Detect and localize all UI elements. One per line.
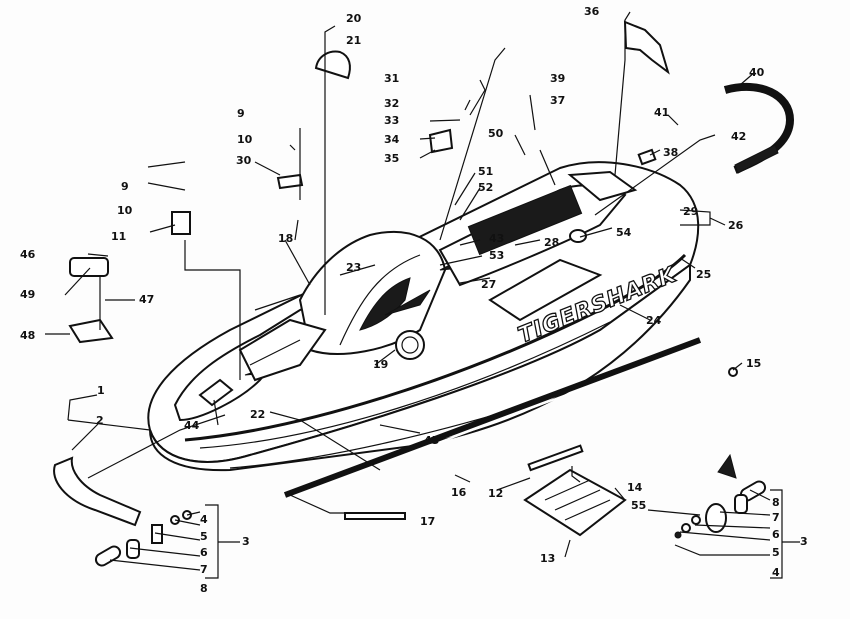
callout-50: 50 (488, 127, 504, 140)
callout-42: 42 (731, 130, 746, 143)
callout-55: 55 (631, 499, 646, 512)
callout-14: 14 (627, 481, 643, 494)
callout-1: 1 (97, 384, 105, 397)
callout-10: 10 (117, 204, 133, 217)
callout-3-alt: 3 (800, 535, 808, 548)
callout-19: 19 (373, 358, 388, 371)
callout-20: 20 (346, 12, 362, 25)
callout-23: 23 (346, 261, 361, 274)
callout-8: 8 (200, 582, 208, 595)
callout-4-alt: 4 (772, 566, 780, 579)
callout-31: 31 (384, 72, 399, 85)
callout-41: 41 (654, 106, 669, 119)
callout-11: 11 (111, 230, 126, 243)
callout-7: 7 (200, 563, 208, 576)
callout-28: 28 (544, 236, 559, 249)
callout-13: 13 (540, 552, 555, 565)
callout-39: 39 (550, 72, 565, 85)
callout-36: 36 (584, 5, 600, 18)
callout-33: 33 (384, 114, 399, 127)
callout-34: 34 (384, 133, 400, 146)
callout-48: 48 (20, 329, 35, 342)
callout-3: 3 (242, 535, 250, 548)
callout-17: 17 (420, 515, 435, 528)
callout-2: 2 (96, 414, 104, 427)
callout-21: 21 (346, 34, 361, 47)
callout-52: 52 (478, 181, 493, 194)
callout-6: 6 (200, 546, 208, 559)
callout-9: 9 (121, 180, 129, 193)
callout-49: 49 (20, 288, 35, 301)
callout-9-alt: 9 (237, 107, 245, 120)
callout-40: 40 (749, 66, 765, 79)
callout-32: 32 (384, 97, 399, 110)
callout-25: 25 (696, 268, 711, 281)
callout-45: 45 (424, 434, 439, 447)
callout-5: 5 (200, 530, 208, 543)
callout-44: 44 (184, 419, 200, 432)
callout-18: 18 (278, 232, 293, 245)
callout-54: 54 (616, 226, 632, 239)
callout-46: 46 (20, 248, 36, 261)
callout-51: 51 (478, 165, 493, 178)
callout-4: 4 (200, 513, 208, 526)
callout-29: 29 (683, 205, 698, 218)
callout-8-alt: 8 (772, 496, 780, 509)
callout-43: 43 (489, 232, 504, 245)
callout-26: 26 (728, 219, 744, 232)
callout-35: 35 (384, 152, 399, 165)
callout-16: 16 (451, 486, 467, 499)
callout-53: 53 (489, 249, 504, 262)
callout-38: 38 (663, 146, 678, 159)
callout-15: 15 (746, 357, 761, 370)
callout-47: 47 (139, 293, 154, 306)
callout-7-alt: 7 (772, 511, 780, 524)
hull (147, 148, 700, 472)
callout-10-alt: 10 (237, 133, 253, 146)
callout-37: 37 (550, 94, 565, 107)
callout-27: 27 (481, 278, 496, 291)
callout-6-alt: 6 (772, 528, 780, 541)
callout-5-alt: 5 (772, 546, 780, 559)
callout-30: 30 (236, 154, 252, 167)
callout-24: 24 (646, 314, 662, 327)
leader-lines (45, 11, 800, 579)
callout-22: 22 (250, 408, 265, 421)
callout-labels: 1234567891011121314151617181920212223242… (20, 5, 808, 595)
callout-12: 12 (488, 487, 503, 500)
